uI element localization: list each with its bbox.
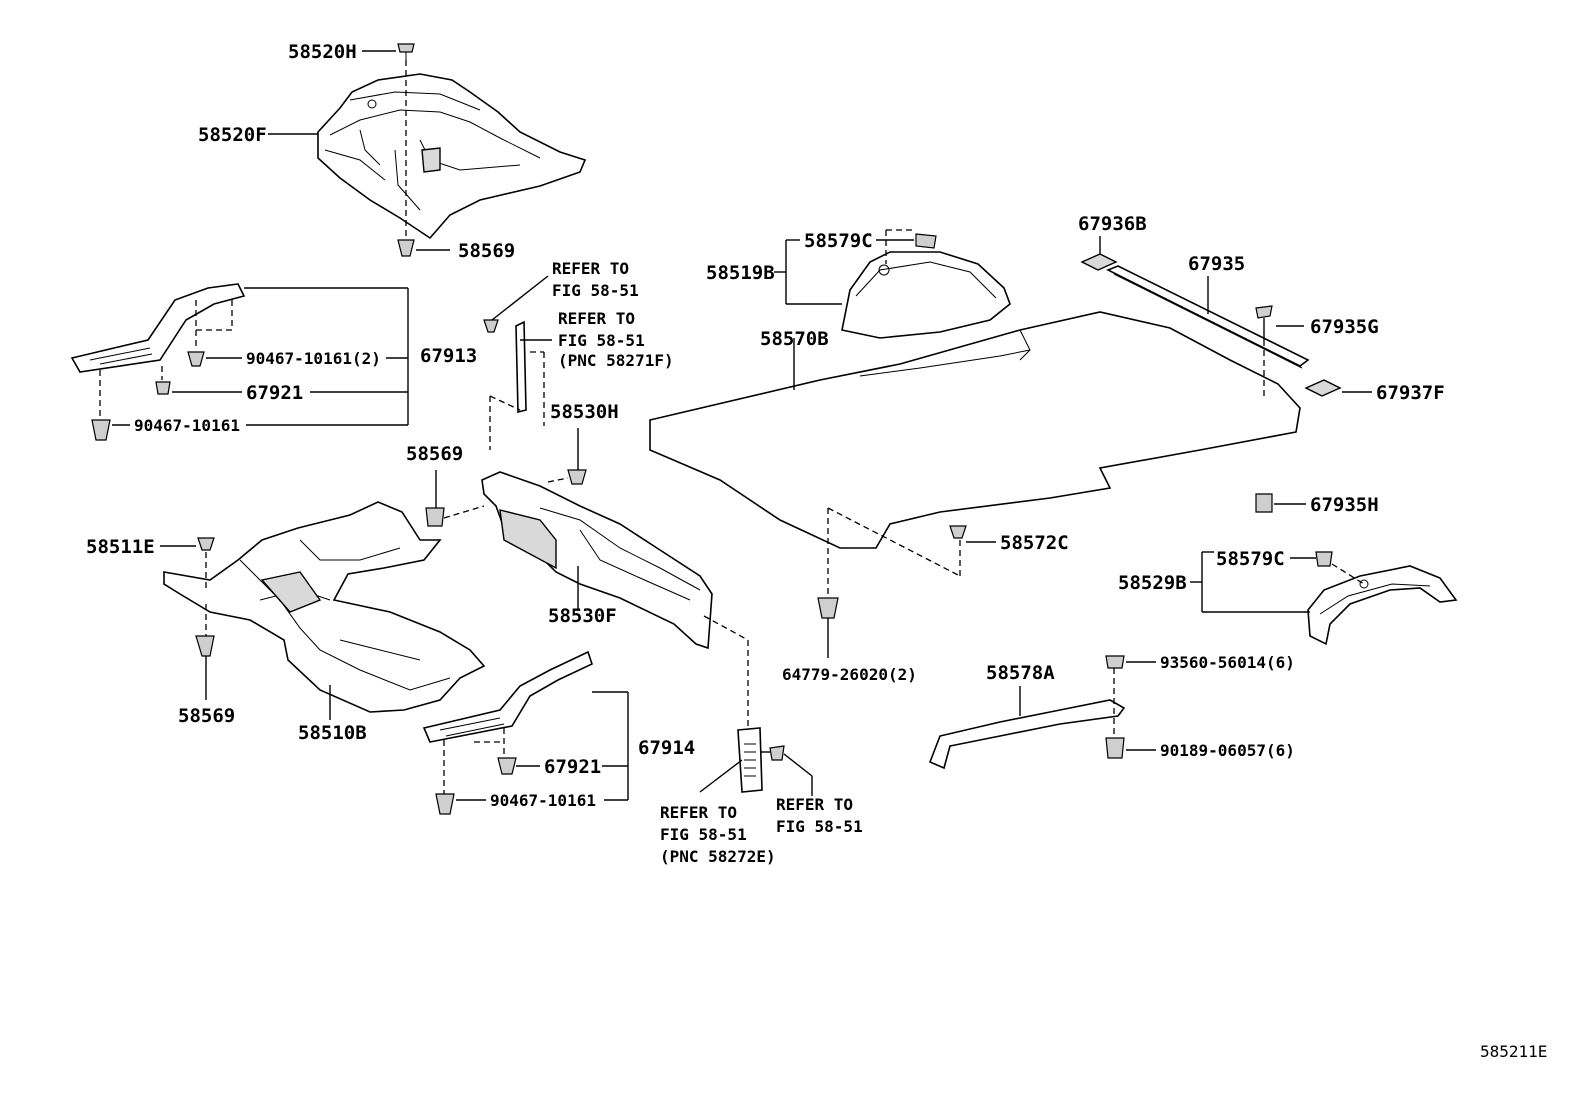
refer-4-line2: FIG 58-51 [776,817,863,836]
clip-58569-mid [425,507,445,527]
label-90189-06057: 90189-06057(6) [1160,741,1295,760]
label-67937F: 67937F [1376,382,1445,404]
panel-58520F [317,73,587,240]
clip-67935G [1255,305,1273,319]
refer-1-line2: FIG 58-51 [552,281,639,300]
label-58529B: 58529B [1118,572,1187,594]
refer-4-line1: REFER TO [776,795,853,814]
scuff-plate-67914 [422,650,593,743]
bracket-58272E [737,727,763,793]
clip-67921-a [155,381,171,395]
label-58570B: 58570B [760,328,829,350]
clip-90467-c [435,793,455,815]
label-58569-mid: 58569 [406,443,463,465]
clip-67935H [1255,493,1273,513]
label-58569-top: 58569 [458,240,515,262]
clip-90467-b [91,419,111,441]
label-58520H: 58520H [288,41,357,63]
nut-90189 [1105,737,1125,759]
clip-58579C-b [1315,551,1333,567]
label-58520F: 58520F [198,124,267,146]
refer-1-line1: REFER TO [552,259,629,278]
label-93560-56014: 93560-56014(6) [1160,653,1295,672]
label-58572C: 58572C [1000,532,1069,554]
bracket-58271F [515,320,527,414]
panel-58530F [481,471,713,650]
label-58578A: 58578A [986,662,1055,684]
clip-58520H [397,43,415,60]
clip-58530H [567,469,587,485]
label-58579C-a: 58579C [804,230,873,252]
refer-3-line1: REFER TO [660,803,737,822]
label-58511E: 58511E [86,536,155,558]
refer-3-line3: (PNC 58272E) [660,847,776,866]
label-90467-10161-b: 90467-10161 [490,791,596,810]
clip-67921-b [497,757,517,775]
clip-58569-top [397,239,415,257]
cap-67936B [1080,253,1118,271]
figure-id: 585211E [1480,1042,1547,1061]
clip-90467-a [187,351,205,367]
label-58519B: 58519B [706,262,775,284]
label-58569-low: 58569 [178,705,235,727]
clip-58511E [197,537,215,551]
bolt-93560 [1105,655,1125,669]
label-67921-a: 67921 [246,382,303,404]
label-67936B: 67936B [1078,213,1147,235]
label-67921-b: 67921 [544,756,601,778]
label-58530H: 58530H [550,401,619,423]
clip-58569-low [195,635,215,657]
refer-3-line2: FIG 58-51 [660,825,747,844]
label-58579C-b: 58579C [1216,548,1285,570]
label-67935H: 67935H [1310,494,1379,516]
label-90467-10161-2: 90467-10161(2) [246,349,381,368]
cover-58529B [1307,565,1458,646]
strip-67935 [1106,265,1310,369]
cover-58519B [841,251,1011,339]
label-64779-26020: 64779-26020(2) [782,665,917,684]
bracket-58578A [928,699,1126,770]
refer-2-line2: FIG 58-51 [558,331,645,350]
label-90467-10161-a: 90467-10161 [134,416,240,435]
label-58530F: 58530F [548,605,617,627]
label-67913: 67913 [420,345,477,367]
scuff-plate-67913 [70,283,246,373]
clip-refer-4 [769,745,785,761]
label-58510B: 58510B [298,722,367,744]
clip-58572C [949,525,967,539]
floor-mat-58570B [649,311,1301,549]
refer-2-line3: (PNC 58271F) [558,351,674,370]
clip-refer-1 [483,319,499,333]
label-67935: 67935 [1188,253,1245,275]
refer-2-line1: REFER TO [558,309,635,328]
clip-58579C-a [915,233,937,249]
label-67935G: 67935G [1310,316,1379,338]
carpet-58510B [163,501,486,713]
clip-64779 [817,597,839,619]
label-67914: 67914 [638,737,695,759]
cap-67937F [1304,379,1342,397]
